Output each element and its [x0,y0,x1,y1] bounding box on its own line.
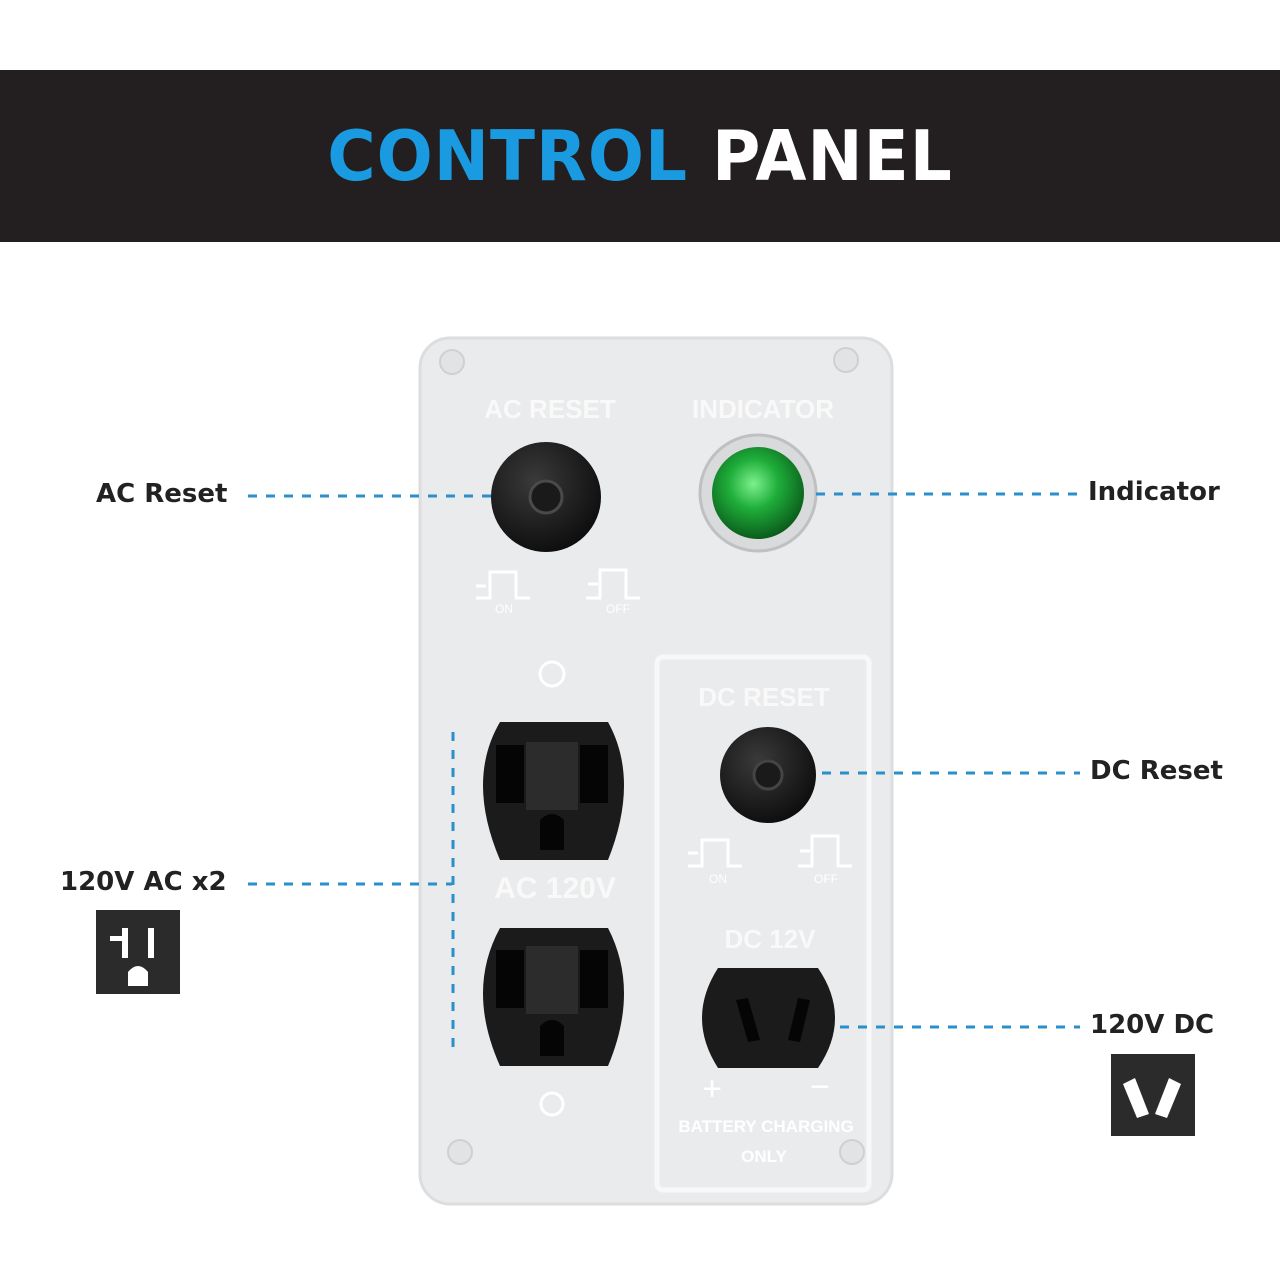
ac-on-label: ON [495,602,513,616]
battery-charging-line2: ONLY [741,1147,787,1166]
dc-outlet-icon [1111,1054,1195,1136]
ac-reset-label: AC RESET [484,394,616,424]
ground-mark-bottom [539,1091,565,1117]
dc-off-symbol [798,834,852,868]
battery-charging-line1: BATTERY CHARGING [678,1117,853,1136]
ac-off-label: OFF [606,602,630,616]
ground-mark-top [538,660,566,688]
ac-off-symbol [586,568,640,600]
dc-reset-button-cap [752,759,784,791]
callout-ac-outlets: 120V AC x2 [60,867,227,897]
dc-on-symbol [688,838,742,868]
title-accent: CONTROL [327,115,689,197]
ac-outlet-1[interactable] [483,722,624,860]
dc-minus-label: − [810,1068,830,1106]
ac-reset-button-cap [528,479,564,515]
indicator-light [712,447,804,539]
dc-on-label: ON [709,872,727,886]
screw-top-right [833,347,859,373]
ac-outlet-icon [96,910,180,994]
dc-off-label: OFF [814,872,838,886]
dc-plus-label: + [702,1070,722,1108]
header-banner: CONTROL PANEL [0,70,1280,242]
ac-outlet-2[interactable] [483,928,624,1066]
screw-top-left [439,349,465,375]
screw-bottom-left [447,1139,473,1165]
dc-outlet[interactable] [702,968,835,1068]
indicator-label: INDICATOR [692,394,834,424]
callout-dc-outlet: 120V DC [1090,1010,1215,1040]
screw-bottom-right [839,1139,865,1165]
callout-indicator: Indicator [1088,477,1220,507]
ac-120v-label: AC 120V [494,872,616,905]
page-title: CONTROL PANEL [327,116,953,197]
dc-reset-label: DC RESET [698,682,830,712]
ac-on-symbol [476,570,530,600]
dc-12v-label: DC 12V [724,924,816,954]
callout-ac-reset: AC Reset [96,479,228,509]
title-main: PANEL [712,115,953,197]
callout-dc-reset: DC Reset [1090,756,1223,786]
dc-section-frame [654,654,872,1193]
